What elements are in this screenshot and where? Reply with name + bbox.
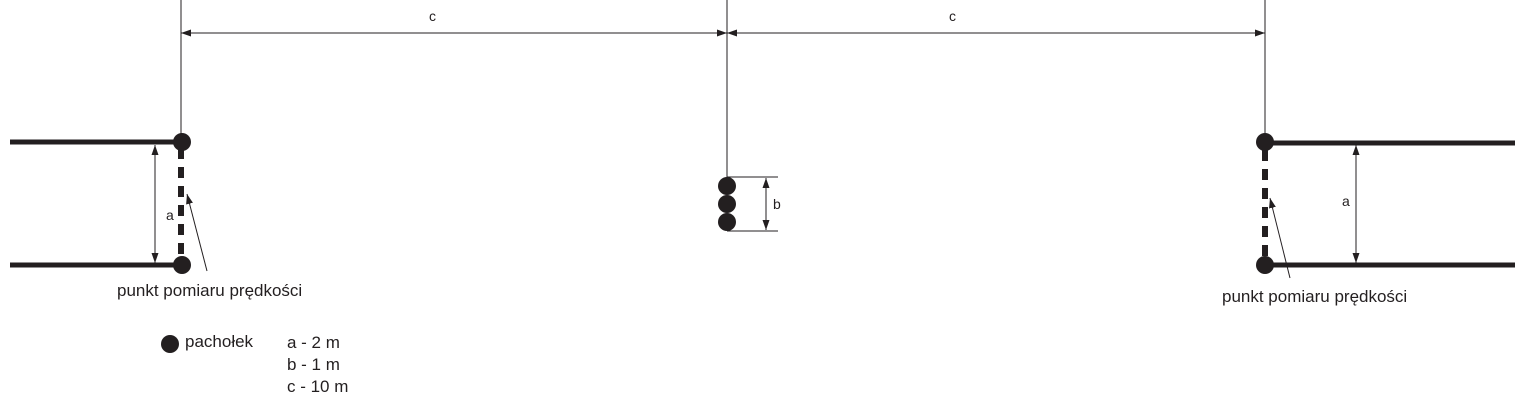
dimension-b-label: b xyxy=(773,196,781,212)
legend: pachołek a - 2 m b - 1 m c - 10 m xyxy=(161,332,348,396)
speed-point-left-pointer xyxy=(186,193,208,272)
speed-point-right-pointer xyxy=(1269,197,1291,279)
cone-center-1 xyxy=(718,177,736,195)
dimension-c-right-label: c xyxy=(949,8,956,24)
dimension-c-left-label: c xyxy=(429,8,436,24)
dimension-a-left-label: a xyxy=(166,207,174,223)
legend-cone-icon xyxy=(161,335,179,353)
cone-center-3 xyxy=(718,213,736,231)
cone-left-bottom xyxy=(173,256,191,274)
legend-b: b - 1 m xyxy=(287,355,340,374)
cone-right-bottom xyxy=(1256,256,1274,274)
cone-center-2 xyxy=(718,195,736,213)
legend-cone-label: pachołek xyxy=(185,332,254,351)
speed-point-right-label: punkt pomiaru prędkości xyxy=(1222,287,1407,306)
legend-a: a - 2 m xyxy=(287,333,340,352)
speed-point-left-label: punkt pomiaru prędkości xyxy=(117,281,302,300)
legend-c: c - 10 m xyxy=(287,377,348,396)
cone-left-top xyxy=(173,133,191,151)
dimension-a-right-label: a xyxy=(1342,193,1350,209)
cone-right-top xyxy=(1256,133,1274,151)
